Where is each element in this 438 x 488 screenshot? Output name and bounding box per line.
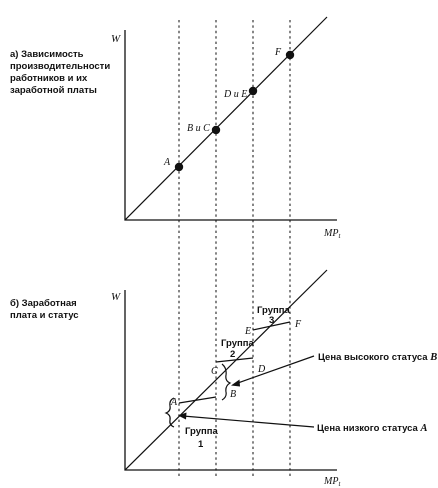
group-3-label: Группа 3	[257, 305, 290, 326]
panel-a-axes	[124, 30, 337, 221]
group-1-label-line-2: 1	[198, 439, 204, 450]
panel-a-x-axis-label: MPt	[323, 228, 341, 240]
panel-b-x-axis-label: MPt	[323, 476, 341, 488]
high-status-arrow-line	[234, 355, 315, 385]
panel-b-axes	[124, 290, 337, 471]
low-status-bracket	[164, 397, 175, 428]
point-de-label: D и E	[223, 89, 247, 100]
point-e-label-b: E	[244, 326, 251, 337]
point-c-label-b: C	[211, 366, 218, 377]
low-status-annotation: Цена низкого статуса A	[317, 423, 428, 434]
point-f-marker	[285, 50, 295, 60]
point-a-marker	[174, 162, 184, 172]
high-status-annotation: Цена высокого статуса B	[318, 352, 437, 363]
panel-a-y-axis-label: W	[111, 33, 121, 45]
high-status-arrowhead	[231, 379, 240, 387]
low-status-arrow-line	[182, 415, 315, 428]
group-2-label: Группа 2	[221, 338, 254, 360]
group-1-segment	[178, 396, 217, 404]
panel-b-y-axis-label: W	[111, 291, 121, 303]
panel-a-caption-line-1: а) Зависимость	[10, 49, 84, 60]
panel-a-caption-line-2: производительности	[10, 61, 110, 72]
point-d-label-b: D	[257, 364, 266, 375]
panel-b-caption-line-2: плата и статус	[10, 310, 79, 321]
group-1-label: Группа 1	[185, 426, 218, 450]
point-f-label: F	[274, 47, 282, 58]
group-3-label-line-2: 3	[269, 315, 274, 326]
group-2-label-line-1: Группа	[221, 338, 254, 349]
low-status-arrowhead	[178, 412, 187, 420]
dotted-guides	[178, 20, 291, 476]
panel-b: б) Заработная плата и статус W MPt A B C…	[10, 269, 437, 488]
group-3-segment	[252, 321, 291, 331]
group-3-label-line-1: Группа	[257, 305, 290, 316]
high-status-bracket	[221, 363, 232, 401]
point-a-label: A	[163, 157, 171, 168]
panel-a-caption-line-4: заработной платы	[10, 85, 97, 96]
group-2-label-line-2: 2	[230, 349, 235, 360]
panel-a: а) Зависимость производительности работн…	[10, 16, 341, 240]
panel-a-wage-line	[124, 16, 328, 221]
point-f-label-b: F	[294, 319, 302, 330]
group-2-segment	[215, 357, 254, 363]
point-bc-marker	[211, 125, 221, 135]
group-1-label-line-1: Группа	[185, 426, 218, 437]
point-bc-label: B и C	[187, 123, 210, 134]
point-a-label-b: A	[170, 397, 178, 408]
panel-b-caption-line-1: б) Заработная	[10, 298, 77, 309]
point-de-marker	[248, 86, 258, 96]
point-b-label-b: B	[230, 389, 236, 400]
panel-a-caption-line-3: работников и их	[10, 73, 88, 84]
